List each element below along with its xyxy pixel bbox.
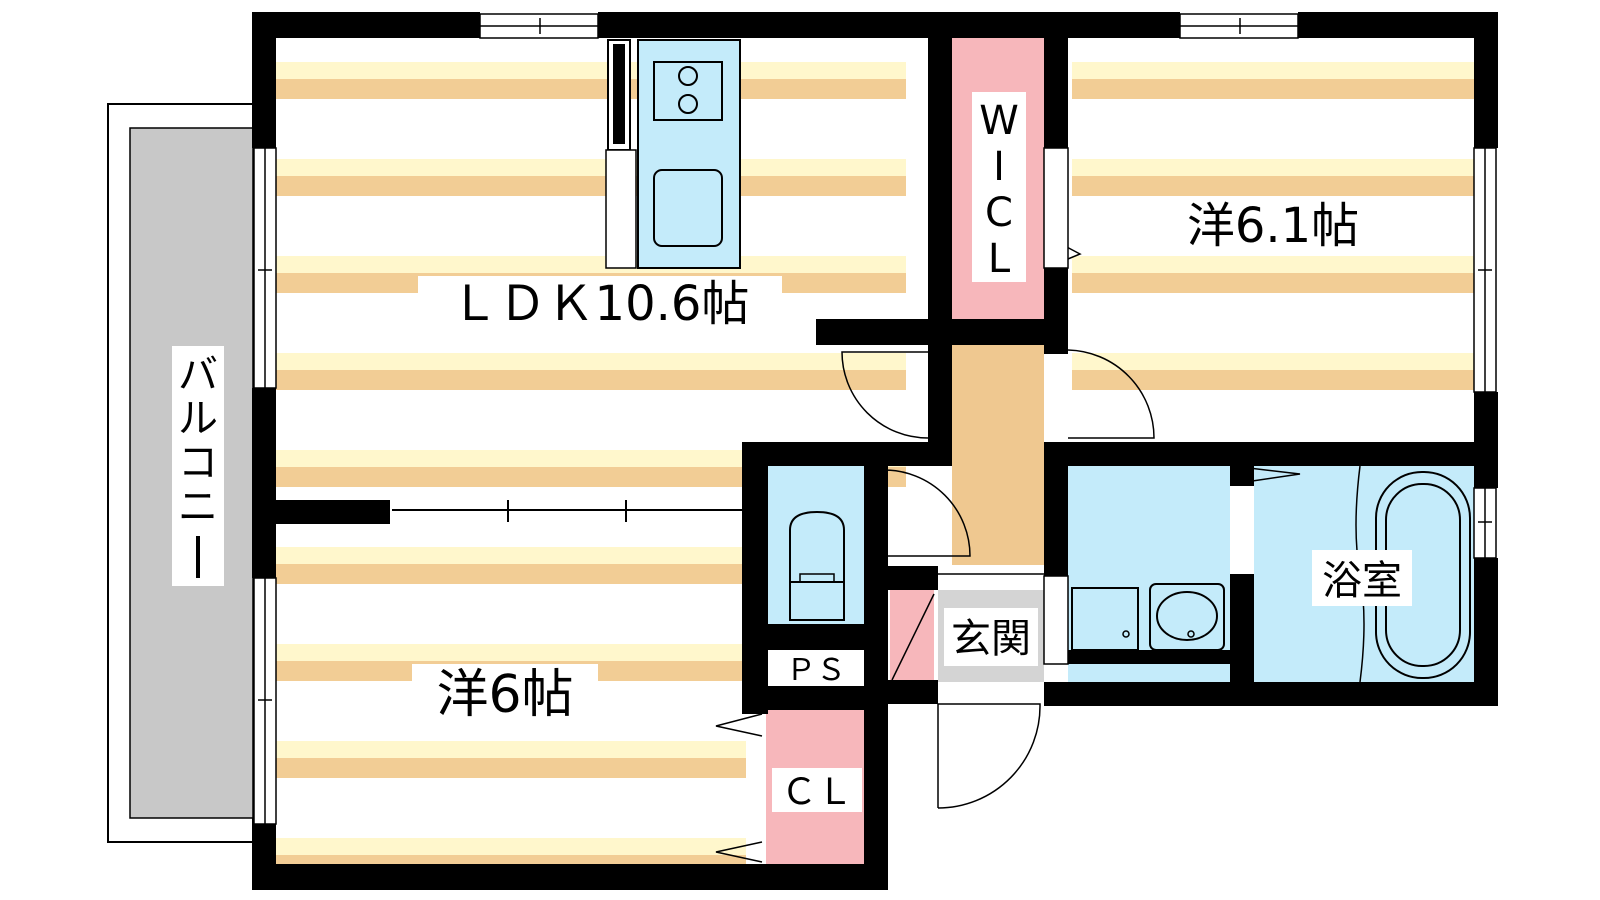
wash-window-frame <box>1043 575 1069 665</box>
western-north-label-bg <box>1168 196 1378 254</box>
kitchen-panel-inner <box>613 44 625 144</box>
bathroom-label-bg <box>1312 550 1412 606</box>
wic-label-bg <box>972 92 1026 282</box>
wash-basin-drain <box>1187 630 1195 638</box>
closet-label-bg <box>772 768 862 812</box>
toilet-bowl <box>789 510 845 583</box>
entrance-label: 玄関 <box>951 616 1031 662</box>
hall-floor <box>952 345 1044 565</box>
pipe-space-label: ＰＳ <box>786 653 846 688</box>
wic-label-w: W <box>979 98 1019 144</box>
western-south-label: 洋6帖 <box>436 665 573 725</box>
wash-basin-bowl <box>1156 591 1218 641</box>
closet-folding-door-top <box>715 713 763 737</box>
western-north-door <box>1067 349 1155 439</box>
kitchen-side-panel <box>605 149 637 269</box>
ldk-door <box>841 351 929 439</box>
toilet-area <box>768 466 864 624</box>
wic-label-i: I <box>993 144 1005 190</box>
washing-machine-drain <box>1122 630 1130 638</box>
western-north-label: 洋6.1帖 <box>1187 198 1359 254</box>
ldk-label: ＬＤＫ10.6帖 <box>451 276 750 332</box>
windows <box>253 13 1497 825</box>
balcony-label-1: バ <box>178 352 218 398</box>
burner-1 <box>678 66 698 86</box>
shoe-closet-area <box>890 590 934 682</box>
balcony-label-4: ニ <box>178 484 218 530</box>
closet-folding-door-bottom <box>715 841 763 863</box>
washroom-area <box>1068 466 1230 682</box>
burner-2 <box>678 94 698 114</box>
toilet-seat-line <box>799 573 835 583</box>
stove <box>653 61 723 121</box>
ldk-label-bg <box>418 276 782 332</box>
entrance-label-bg <box>944 608 1038 666</box>
bathroom-label: 浴室 <box>1322 558 1402 604</box>
western-south-label-bg <box>412 664 598 724</box>
wic-label-l: L <box>988 236 1011 282</box>
bath-folding-door <box>1231 465 1301 485</box>
balcony-label-2: ル <box>178 396 218 442</box>
shoe-closet-diagonal <box>891 593 935 681</box>
sink <box>653 169 723 247</box>
pipe-space-area <box>768 650 864 690</box>
wic-label-c: C <box>985 190 1013 236</box>
toilet-door <box>883 469 971 557</box>
walls <box>252 12 1498 890</box>
entrance-door <box>937 703 1041 809</box>
balcony-label-3: コ <box>178 440 218 486</box>
closet-label: ＣＬ <box>781 772 853 813</box>
wic-window-frame <box>1043 147 1069 269</box>
